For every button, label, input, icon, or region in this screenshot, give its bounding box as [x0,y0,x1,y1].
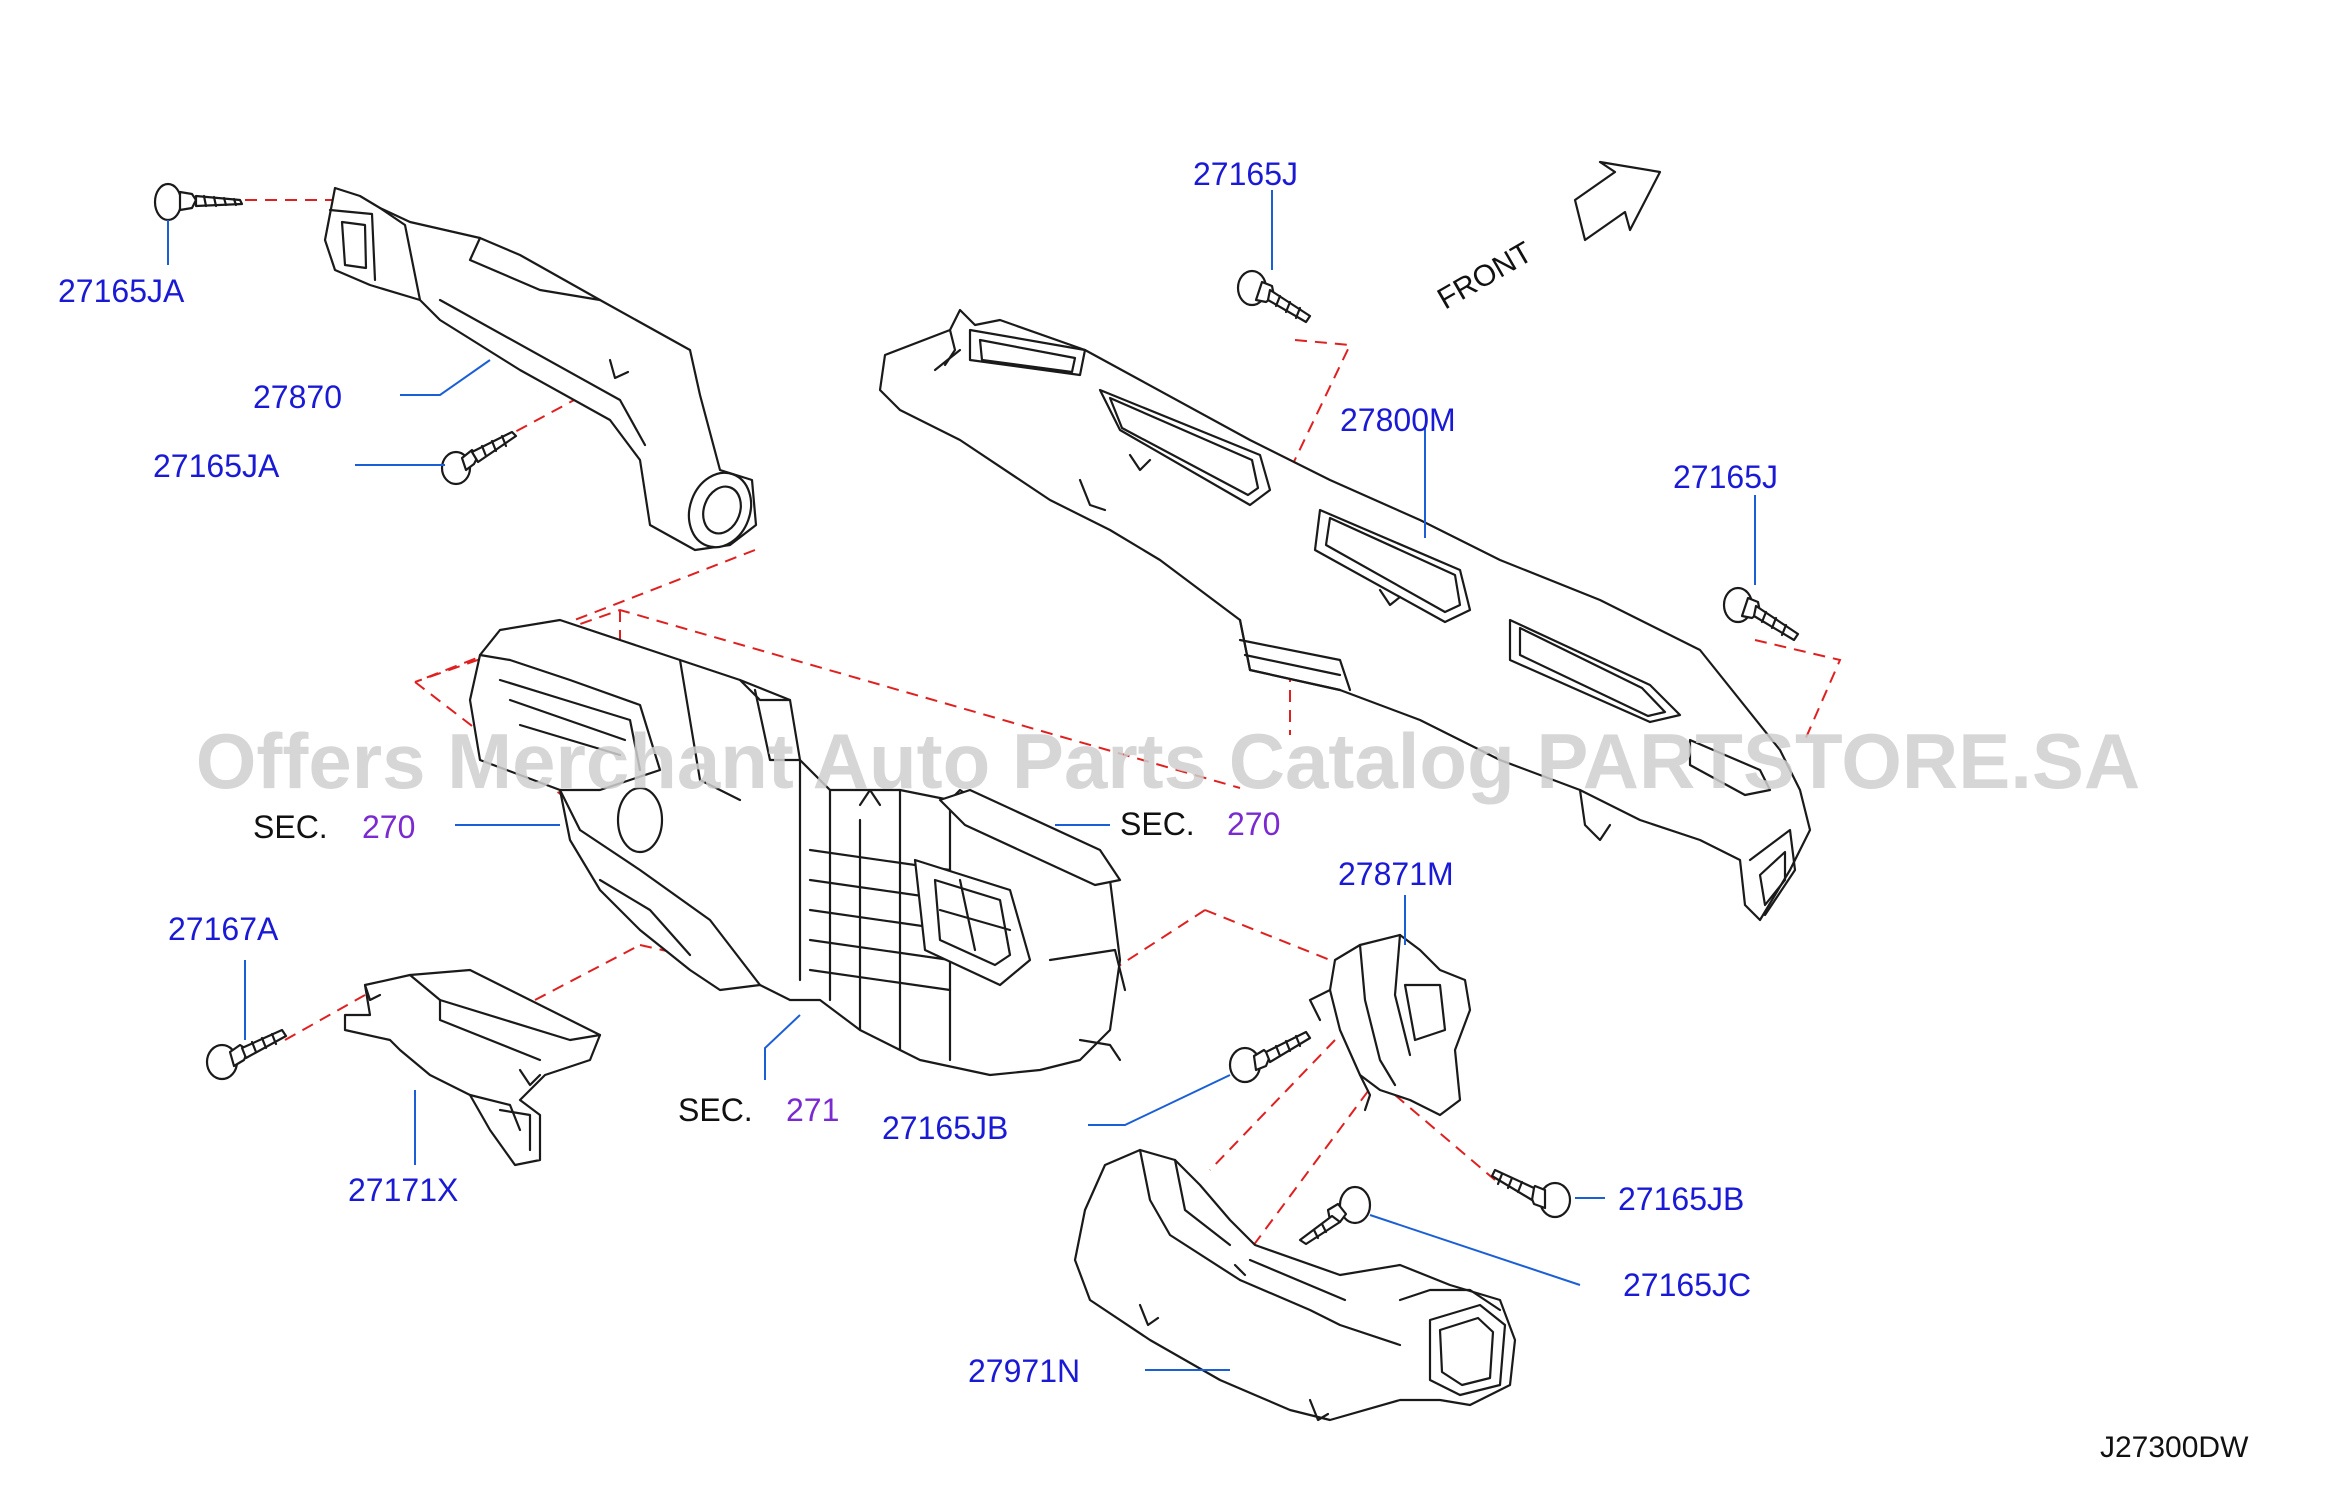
part-label-27167a[interactable]: 27167A [168,911,279,947]
bolt-icon [1228,1030,1312,1084]
part-label-27870[interactable]: 27870 [253,379,342,415]
part-label-27171x[interactable]: 27171X [348,1172,458,1208]
section-ref-number[interactable]: 270 [1227,806,1280,842]
diagram-code: J27300DW [2100,1431,2249,1464]
part-label-27165jb-left[interactable]: 27165JB [882,1110,1008,1146]
watermark-text: Offers Merchant Auto Parts Catalog PARTS… [196,717,2141,805]
bolt-icon [1236,269,1312,324]
front-label: FRONT [1432,236,1538,316]
part-label-27165jb-right[interactable]: 27165JB [1618,1181,1744,1217]
part-label-27165ja-top[interactable]: 27165JA [58,273,185,309]
bolt-icon [1490,1168,1572,1219]
bolt-icon [440,430,518,486]
section-ref-prefix: SEC. [253,809,328,845]
duct-27171x [343,968,602,1167]
duct-27800m [878,308,1812,922]
part-label-27165j-right[interactable]: 27165J [1673,459,1778,495]
duct-27871m [1308,933,1472,1117]
section-ref-271[interactable]: SEC. 271 [678,1092,839,1128]
part-label-27971n[interactable]: 27971N [968,1353,1080,1389]
part-label-27165j-top[interactable]: 27165J [1193,156,1298,192]
part-label-27165jc[interactable]: 27165JC [1623,1267,1751,1303]
section-ref-270-right[interactable]: SEC. 270 [1120,806,1280,842]
front-arrow-icon [1573,160,1662,242]
part-label-27871m[interactable]: 27871M [1338,856,1454,892]
section-ref-number[interactable]: 271 [786,1092,839,1128]
duct-27870 [323,186,758,552]
part-label-27800m[interactable]: 27800M [1340,402,1456,438]
bolt-icon [153,182,244,222]
duct-27971n [1073,1148,1517,1422]
heater-unit [468,618,1127,1077]
bolt-icon [1722,586,1800,642]
section-ref-prefix: SEC. [678,1092,753,1128]
section-ref-number[interactable]: 270 [362,809,415,845]
bolt-icon [1298,1185,1372,1246]
part-label-27165ja-mid[interactable]: 27165JA [153,448,280,484]
section-ref-prefix: SEC. [1120,806,1195,842]
section-ref-270-left[interactable]: SEC. 270 [253,809,415,845]
bolt-icon [205,1028,288,1081]
leader-lines [167,190,1756,1371]
